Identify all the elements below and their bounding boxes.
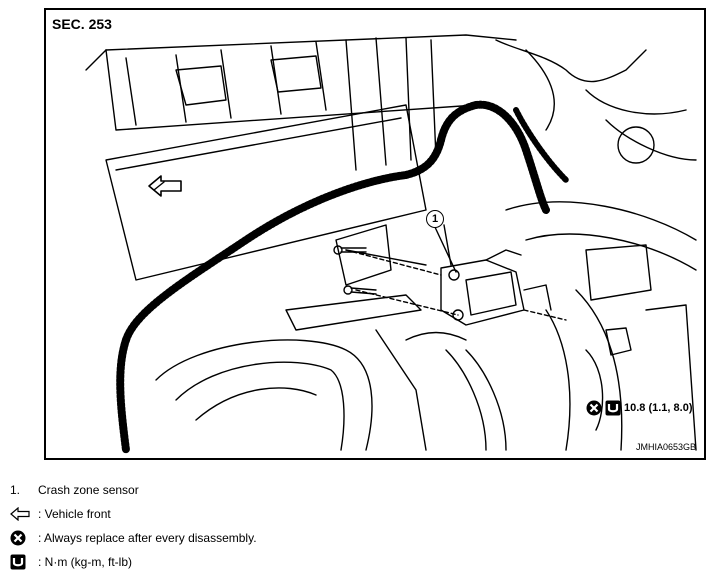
vehicle-front-label: : Vehicle front [38,507,111,521]
legend-item-label: Crash zone sensor [38,483,139,497]
section-label: SEC. 253 [52,16,112,32]
torque-wrench-icon [605,400,621,416]
always-replace-label: : Always replace after every disassembly… [38,531,257,545]
legend: 1. Crash zone sensor : Vehicle front : A… [10,478,610,574]
always-replace-icon [10,530,26,546]
legend-item-1: 1. Crash zone sensor [10,478,610,502]
legend-always-replace: : Always replace after every disassembly… [10,526,610,550]
torque-value: 10.8 (1.1, 8.0) [624,402,693,414]
diagram-frame: SEC. 253 [44,8,706,460]
torque-units-label: : N·m (kg-m, ft-lb) [38,555,132,569]
vehicle-front-arrow-icon [10,507,30,521]
callout-1: 1 [426,210,444,228]
torque-wrench-icon [10,554,26,570]
engine-bay-drawing [85,34,697,454]
torque-spec: 10.8 (1.1, 8.0) [586,400,693,416]
legend-torque-units: : N·m (kg-m, ft-lb) [10,550,610,574]
always-replace-icon [586,400,602,416]
legend-item-number: 1. [10,483,21,497]
legend-vehicle-front: : Vehicle front [10,502,610,526]
diagram-code: JMHIA0653GB [635,442,696,452]
